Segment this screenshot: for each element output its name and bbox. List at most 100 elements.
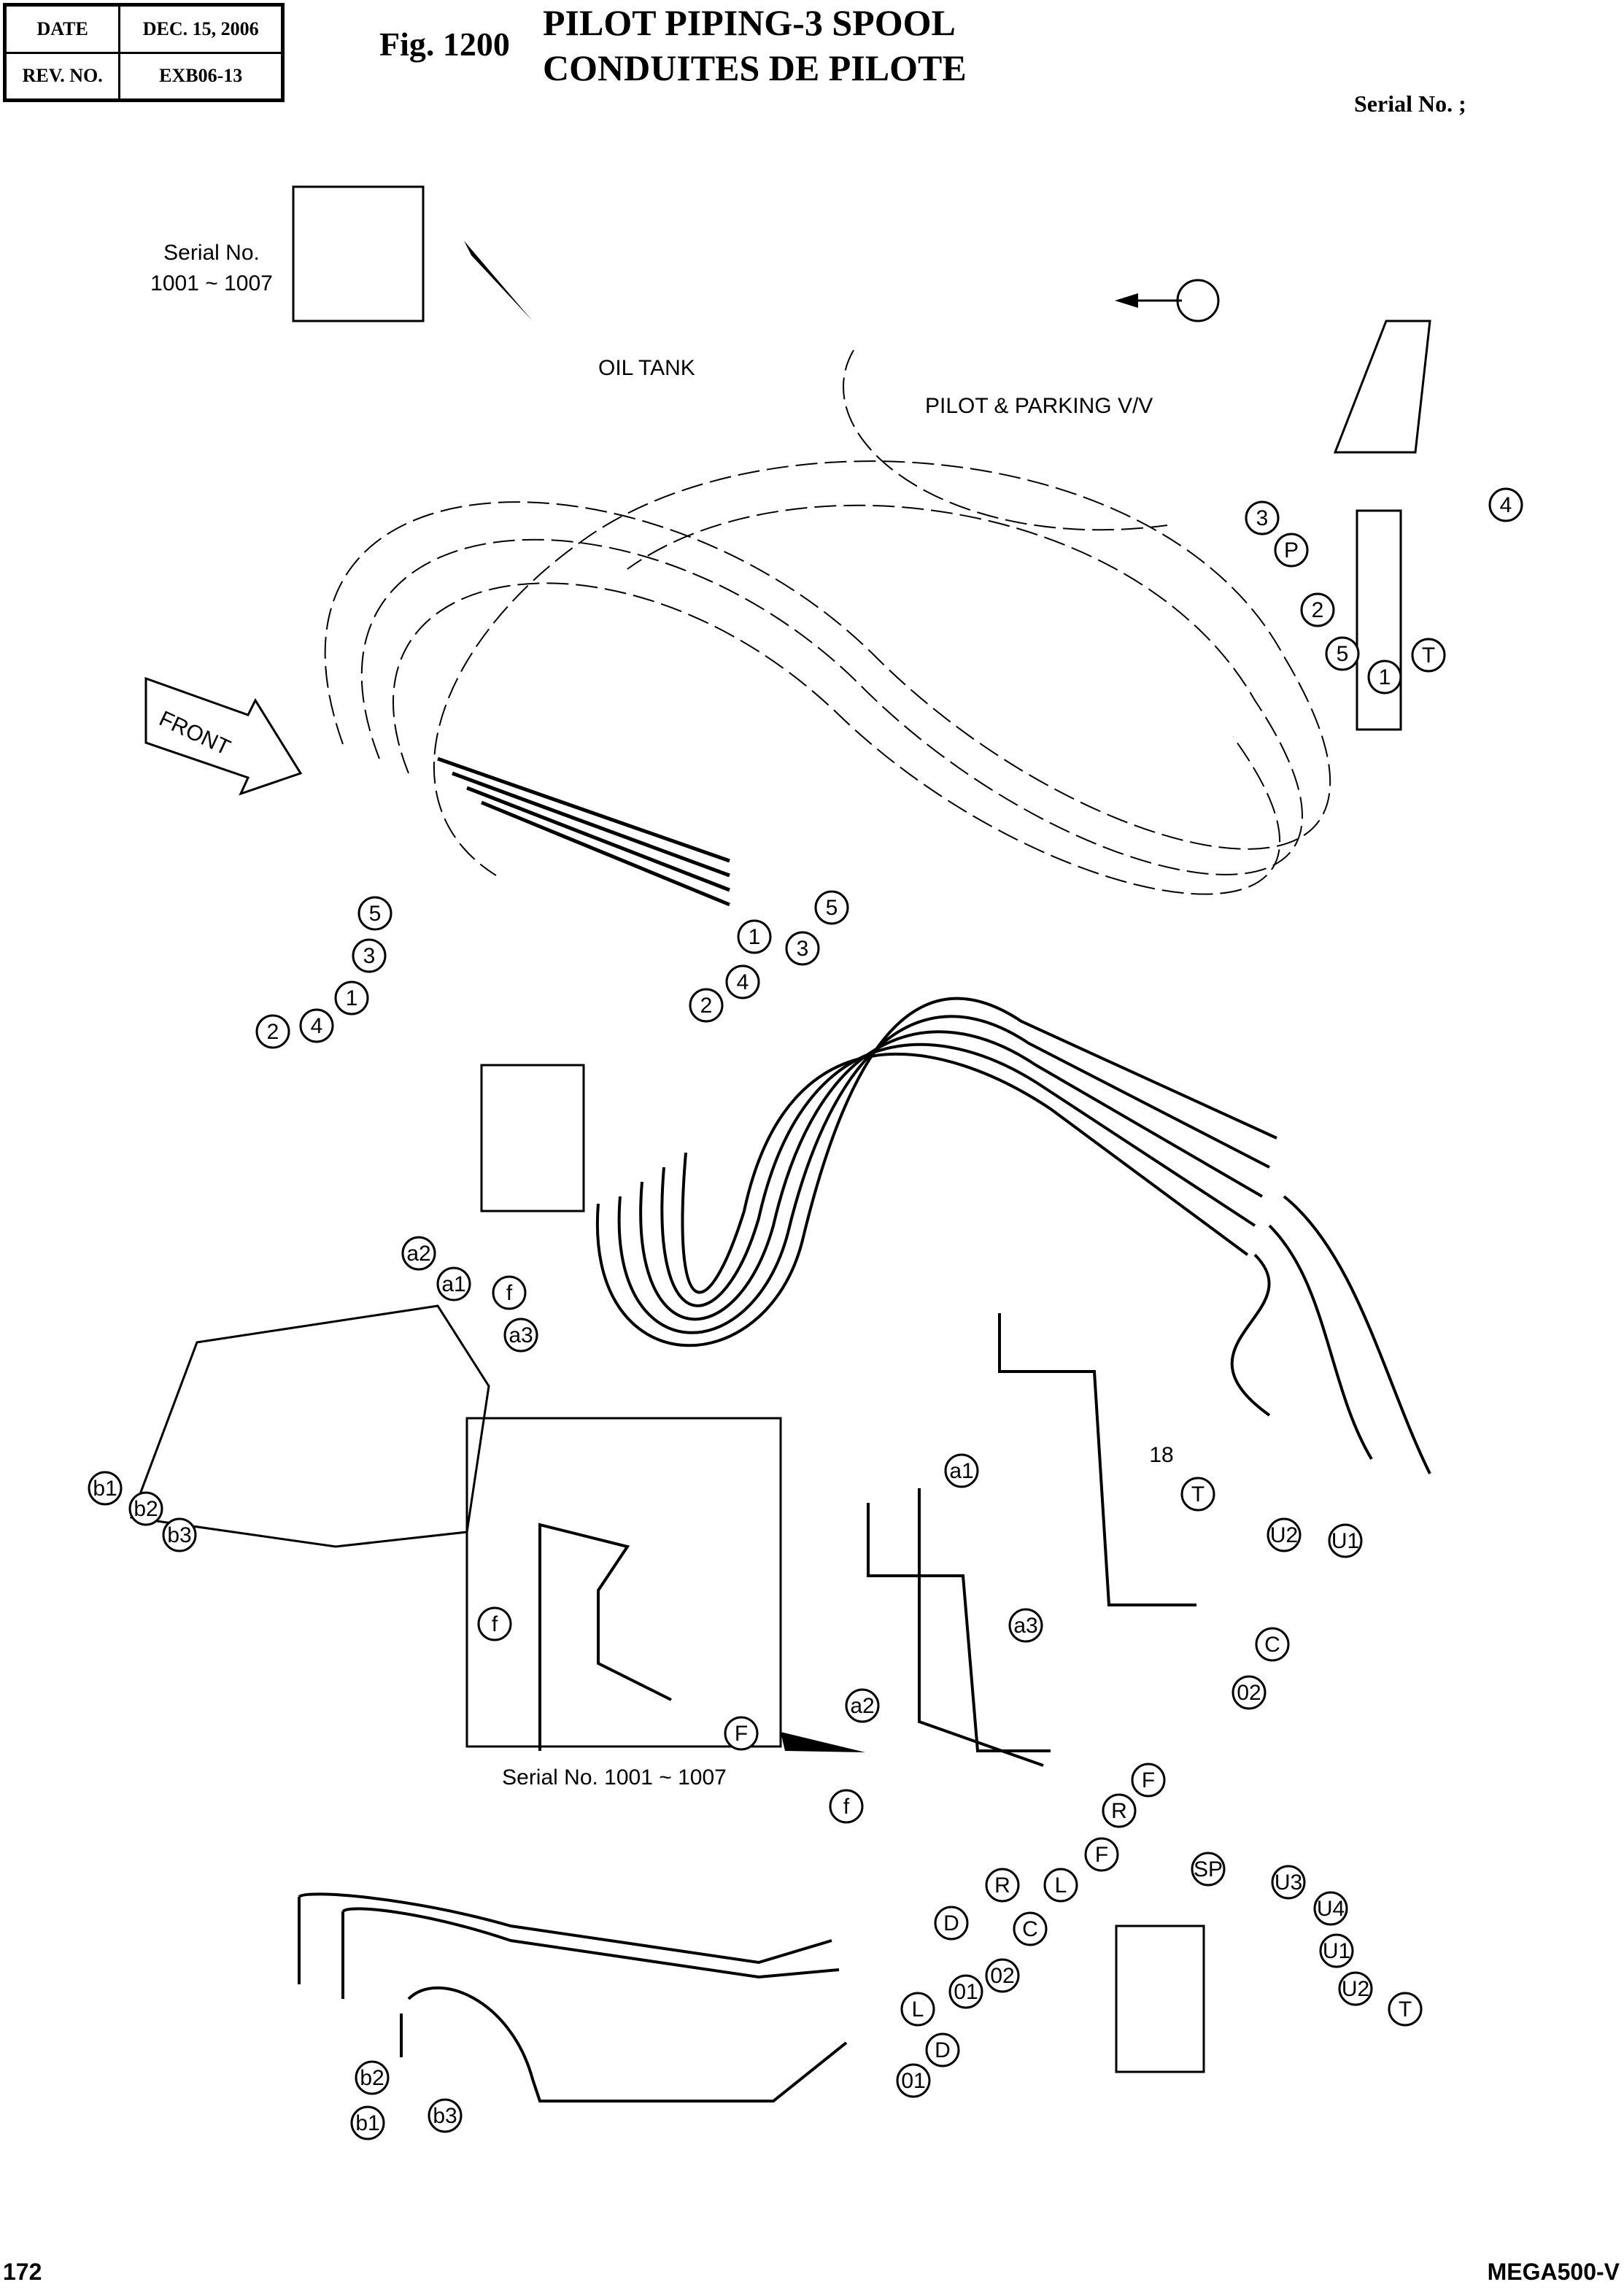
callout-label: a3 [1013, 1614, 1037, 1638]
callout-label: a3 [509, 1323, 533, 1347]
callout-circle [1231, 1675, 1267, 1710]
callout-circle [785, 931, 820, 966]
callout-circle [334, 980, 369, 1016]
callout-label: 1 [346, 986, 358, 1010]
callout-label: 5 [1337, 642, 1349, 666]
callout-b2: b2 [128, 1491, 163, 1526]
callout-label: C [1264, 1633, 1280, 1657]
pilot-parking-label: PILOT & PARKING V/V [925, 394, 1153, 418]
callout-circle [352, 938, 387, 973]
callout-label: a1 [949, 1459, 973, 1483]
callout-circle [1131, 1763, 1166, 1798]
callout-a3: a3 [503, 1318, 538, 1353]
title-en: PILOT PIPING-3 SPOOL [543, 2, 956, 43]
callout-circle [1319, 1933, 1354, 1968]
callout-b2: b2 [355, 2060, 390, 2095]
serial-inset-label: Serial No. 1001 ~ 1007 [502, 1765, 727, 1790]
callout-1: 1 [334, 980, 369, 1016]
callout-circle [724, 1716, 759, 1751]
callout-5: 5 [814, 890, 849, 925]
callout-circle [477, 1606, 512, 1641]
callout-b3: b3 [428, 2098, 463, 2133]
callout-circle [401, 1236, 436, 1271]
callout-label: T [1399, 1997, 1412, 2022]
callout-U2: U2 [1267, 1517, 1302, 1552]
callout-circle [896, 2063, 931, 2098]
callout-circle [925, 2032, 960, 2067]
callout-circle [1180, 1477, 1215, 1512]
callout-label: b3 [433, 2104, 457, 2128]
callout-b1: b1 [350, 2105, 385, 2140]
oil-tank-label: OIL TANK [598, 356, 695, 380]
callout-D: D [925, 2032, 960, 2067]
figure-number: Fig. 1200 [379, 26, 510, 63]
inset-box-top [292, 185, 425, 322]
rev-value: EXB06-13 [118, 51, 284, 101]
callout-label: U2 [1270, 1523, 1298, 1547]
callout-circle [1271, 1865, 1306, 1900]
date-value: DEC. 15, 2006 [118, 4, 284, 54]
callout-circle [985, 1868, 1020, 1903]
callout-circle [1008, 1608, 1043, 1643]
callout-label: L [912, 1997, 924, 2022]
page-title: PILOT PIPING-3 SPOOL CONDUITES DE PILOTE [543, 0, 967, 90]
joystick-lever [1333, 320, 1431, 454]
callout-label: F [735, 1722, 748, 1746]
callout-circle [503, 1318, 538, 1353]
callout-circle [948, 1974, 983, 2009]
callout-label: D [935, 2038, 951, 2062]
callout-2: 2 [255, 1014, 290, 1049]
callout-a1: a1 [944, 1453, 979, 1488]
callout-b1: b1 [88, 1471, 123, 1506]
joystick-valve [1356, 509, 1402, 731]
callout-D: D [934, 1906, 969, 1941]
callout-T: T [1388, 1992, 1423, 2027]
callout-label: 3 [1256, 506, 1269, 530]
callout-label: F [1142, 1768, 1155, 1792]
callout-label: f [843, 1795, 850, 1819]
callout-label: b3 [167, 1523, 191, 1547]
callout-label: 2 [1312, 598, 1324, 622]
callout-label: b1 [93, 1477, 117, 1501]
callout-3: 3 [785, 931, 820, 966]
callout-label: 01 [954, 1980, 978, 2004]
callout-circle [357, 896, 393, 931]
callout-circle [428, 2098, 463, 2133]
callout-C: C [1013, 1911, 1048, 1946]
callout-circle [725, 964, 760, 999]
date-label: DATE [3, 4, 121, 54]
callout-circle [934, 1906, 969, 1941]
callout-label: F [1095, 1843, 1108, 1867]
callout-label: D [943, 1911, 959, 1935]
callout-U1: U1 [1319, 1933, 1354, 1968]
callout-label: 4 [737, 970, 749, 994]
callout-circle [355, 2060, 390, 2095]
callout-circle [689, 988, 724, 1023]
callout-label: b2 [360, 2066, 384, 2090]
callout-circle [1300, 592, 1335, 627]
callout-circle [492, 1275, 527, 1310]
callout-circle [436, 1266, 471, 1301]
callout-label: 3 [363, 944, 376, 968]
callout-circle [1267, 1517, 1302, 1552]
callout-3: 3 [352, 938, 387, 973]
callout-U1: U1 [1328, 1523, 1363, 1558]
pilot-block [1115, 1925, 1205, 2073]
callout-circle [944, 1453, 979, 1488]
mounting-bracket [480, 1064, 585, 1212]
callout-label: U4 [1317, 1897, 1345, 1921]
callout-label: U2 [1342, 1977, 1369, 2001]
callout-circle [1245, 500, 1280, 535]
callout-circle [1411, 638, 1446, 673]
callout-circle [299, 1008, 334, 1043]
callout-label: U3 [1275, 1871, 1302, 1895]
callout-circle [1313, 1891, 1348, 1926]
callout-F: F [1084, 1837, 1119, 1872]
callout-a2: a2 [845, 1688, 880, 1723]
callout-label: 4 [311, 1014, 323, 1038]
title-fr: CONDUITES DE PILOTE [543, 47, 967, 88]
callout-circle [1328, 1523, 1363, 1558]
callout-circle [1274, 533, 1309, 568]
